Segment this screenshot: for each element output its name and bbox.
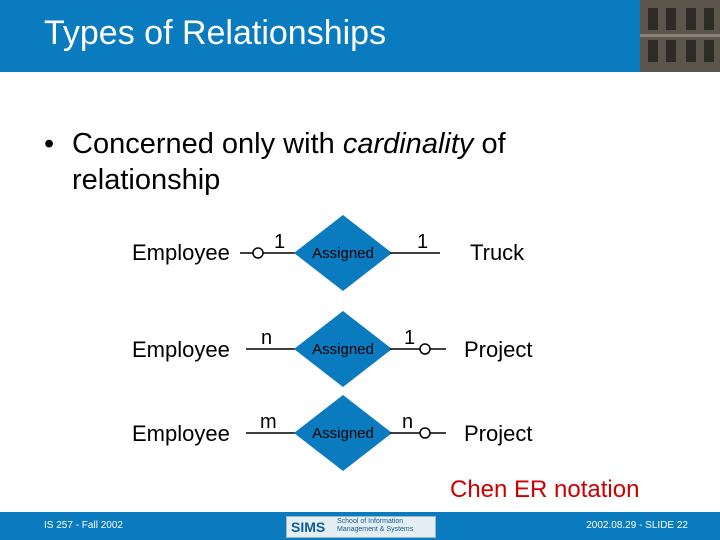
slide-number: 2002.08.29 - SLIDE 22 — [586, 520, 688, 531]
relationship-label-2: Assigned — [312, 341, 374, 358]
relationship-diamond-3 — [294, 395, 392, 471]
cardinality-left-1: 1 — [274, 231, 285, 253]
optional-circle-icon — [419, 427, 431, 439]
bullet-text: Concerned only with cardinality of relat… — [72, 126, 632, 198]
entity-employee-1: Employee — [132, 240, 230, 265]
optional-circle-icon — [419, 343, 431, 355]
footer-bar: IS 257 - Fall 2002 SIMS School of Inform… — [0, 512, 720, 540]
entity-right-1: Truck — [470, 240, 525, 265]
bullet-text-end: of relationship — [72, 128, 506, 196]
cardinality-right-1: 1 — [417, 231, 428, 253]
relationship-diamond-2 — [294, 311, 392, 387]
cardinality-left-3: m — [260, 411, 277, 433]
header-photo — [640, 0, 720, 72]
entity-right-3: Project — [464, 421, 532, 446]
er-row-1: Employee 1 Assigned 1 Truck — [132, 215, 525, 291]
er-row-3: Employee m Assigned n Project — [132, 395, 532, 471]
er-row-2: Employee n Assigned 1 Project — [132, 311, 532, 387]
optional-circle-icon — [252, 247, 264, 259]
slide-title: Types of Relationships — [44, 14, 387, 52]
sims-logo-subtext: School of Information Management & Syste… — [337, 518, 414, 533]
relationship-label-1: Assigned — [312, 245, 374, 262]
bullet-marker: • — [44, 128, 55, 160]
bullet-emphasis: cardinality — [342, 128, 474, 160]
entity-employee-3: Employee — [132, 421, 230, 446]
cardinality-right-3: n — [402, 411, 413, 433]
cardinality-right-2: 1 — [404, 327, 415, 349]
cardinality-left-2: n — [261, 327, 272, 349]
course-label: IS 257 - Fall 2002 — [44, 520, 123, 531]
relationship-label-3: Assigned — [312, 425, 374, 442]
sims-logo-text: SIMS — [291, 519, 326, 535]
notation-caption: Chen ER notation — [450, 476, 640, 503]
entity-employee-2: Employee — [132, 337, 230, 362]
title-bar: Types of Relationships — [0, 0, 720, 72]
sims-logo: SIMS School of Information Management & … — [286, 516, 436, 538]
bullet-text-start: Concerned only with — [72, 128, 343, 160]
relationship-diamond-1 — [294, 215, 392, 291]
entity-right-2: Project — [464, 337, 532, 362]
